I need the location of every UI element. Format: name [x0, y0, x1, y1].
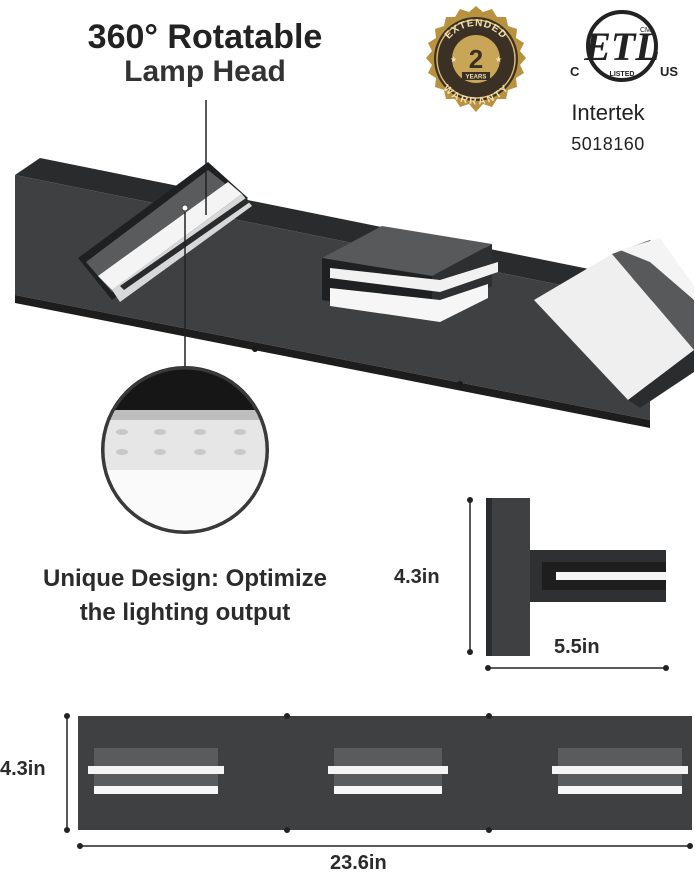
etl-c-text: C: [570, 64, 580, 79]
side-height-label: 4.3in: [394, 566, 440, 588]
etl-lab-name: Intertek: [571, 100, 645, 125]
badge-number: 2: [469, 44, 483, 74]
etl-listed-mark: ETL CM LISTED C US: [570, 10, 678, 82]
front-view-diagram: [64, 713, 693, 849]
etl-number: 5018160: [571, 134, 645, 154]
etl-mark-text: ETL: [583, 24, 660, 69]
etl-us-text: US: [660, 64, 678, 79]
front-width-label: 23.6in: [330, 852, 387, 874]
etl-cm-text: CM: [640, 27, 651, 34]
warranty-badge: EXTENDED WARRANTY 2 YEARS ★ ★: [426, 6, 526, 112]
feature-line2: the lighting output: [79, 599, 291, 626]
side-depth-label: 5.5in: [554, 636, 600, 658]
side-profile-diagram: [467, 497, 669, 671]
side-backplate: [486, 498, 530, 656]
lamp-head-center: [322, 226, 498, 322]
front-lamp-3: [552, 748, 688, 794]
lamp-head-right: [534, 238, 694, 408]
front-lamp-2: [328, 748, 448, 794]
headline-line1: 360° Rotatable: [87, 18, 323, 56]
feature-line1: Unique Design: Optimize: [42, 565, 327, 592]
front-lamp-1: [88, 748, 224, 794]
front-height-label: 4.3in: [0, 758, 46, 780]
badge-years: YEARS: [466, 75, 487, 81]
badge-star-icon: ★: [495, 55, 502, 64]
diffuser-detail-magnifier: [101, 366, 269, 534]
headline: 360° Rotatable Lamp Head: [60, 18, 350, 88]
etl-listed-text: LISTED: [610, 71, 635, 78]
feature-description: Unique Design: Optimize the lighting out…: [10, 562, 360, 630]
product-illustration: [15, 100, 694, 534]
badge-star-icon: ★: [450, 55, 457, 64]
headline-line2: Lamp Head: [124, 54, 286, 88]
